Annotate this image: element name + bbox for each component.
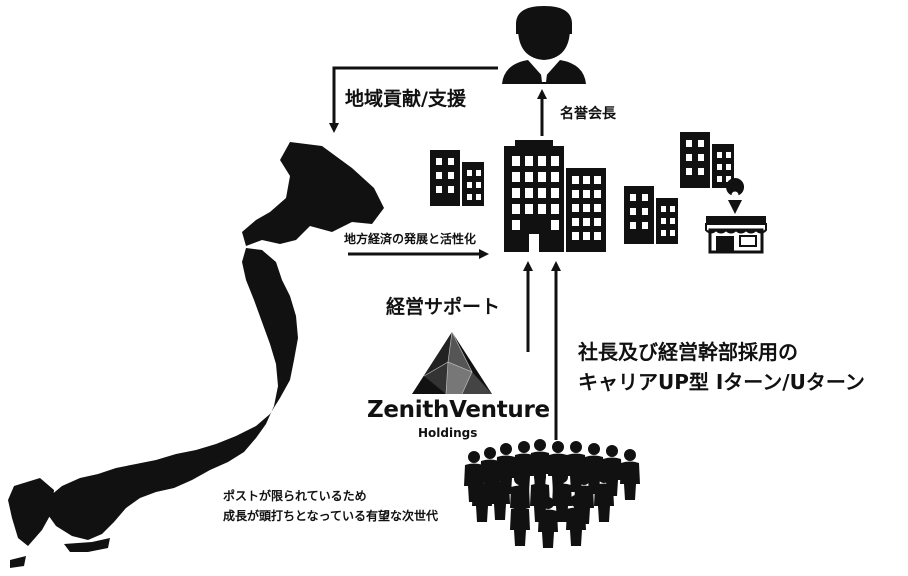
label-honorary-chairman: 名誉会長 — [560, 106, 616, 122]
label-hiring-line2: キャリアUP型 Iターン/Uターン — [578, 370, 865, 394]
shop-icon — [705, 178, 767, 254]
label-regional-economy: 地方経済の発展と活性化 — [344, 232, 477, 246]
japan-map — [8, 142, 384, 568]
label-next-gen-line2: 成長が頭打ちとなっている有望な次世代 — [223, 509, 439, 523]
label-management-support: 経営サポート — [386, 296, 501, 318]
logo-mark — [412, 331, 492, 395]
label-regional-contribution: 地域貢献/支援 — [345, 88, 466, 110]
label-hiring-line1: 社長及び経営幹部採用の — [578, 340, 798, 364]
people-crowd-icon — [464, 439, 640, 548]
arrows — [329, 66, 561, 440]
arrow-contribution — [329, 66, 498, 133]
logo-subtitle: Holdings — [418, 426, 478, 440]
logo-name: ZenithVenture — [367, 397, 550, 423]
office-building-icon — [430, 132, 734, 252]
label-next-gen-line1: ポストが限られているため — [223, 489, 367, 503]
businessman-icon — [502, 6, 586, 84]
